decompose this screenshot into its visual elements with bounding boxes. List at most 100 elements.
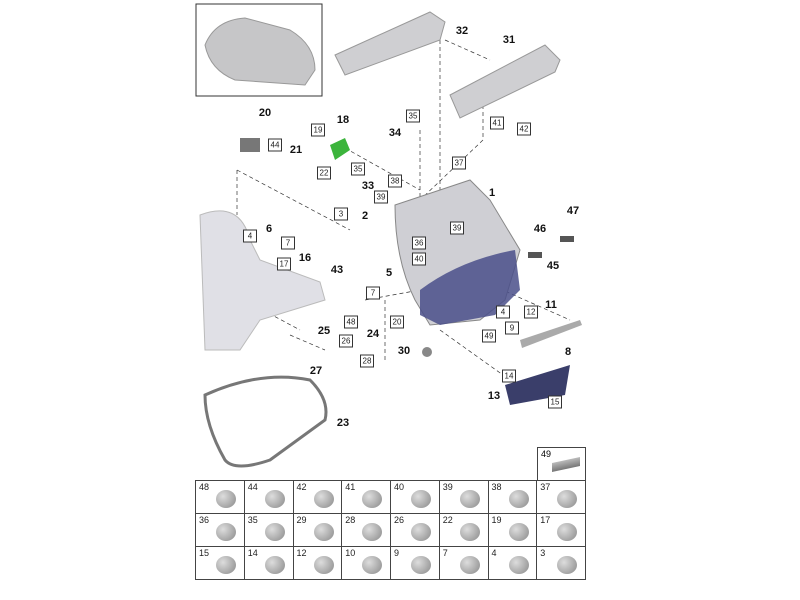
fastener-number: 17 [540,515,551,525]
fastener-icon [264,523,285,541]
fastener-number: 15 [199,548,210,558]
fastener-number: 39 [442,482,453,492]
callout-number: 11 [545,299,557,311]
fastener-number: 3 [540,548,546,558]
boxed-reference: 49 [482,329,496,343]
fastener-icon [508,490,529,508]
fastener-icon [362,556,383,574]
fastener-number: 7 [442,548,448,558]
fastener-icon [508,523,529,541]
fastener-icon [216,523,236,541]
boxed-reference: 15 [548,395,562,409]
callout-number: 47 [566,205,580,217]
callout-number: 24 [366,328,380,340]
callout-number: 5 [385,267,393,279]
boxed-reference: 17 [277,257,291,271]
fastener-icon [216,556,236,574]
fastener-number: 14 [247,548,258,558]
boxed-reference: 20 [390,315,404,329]
fastener-number: 29 [296,515,307,525]
fastener-number: 48 [199,482,210,492]
callout-number: 31 [502,34,516,46]
fastener-icon [313,490,334,508]
fastener-cell: 12 [293,547,343,580]
boxed-reference: 22 [317,166,331,180]
callout-number: 23 [336,417,350,429]
callout-number: 1 [488,187,496,199]
fastener-cell: 37 [537,481,586,514]
boxed-reference: 19 [311,123,325,137]
fastener-icon [264,556,285,574]
fastener-icon [459,523,480,541]
fastener-cell: 28 [342,514,391,547]
callout-number: 8 [564,346,572,358]
fastener-cell: 48 [196,481,245,514]
callout-number: 2 [361,210,369,222]
callout-number: 20 [258,107,272,119]
callout-number: 34 [388,127,402,139]
fastener-icon [411,490,431,508]
fastener-cell: 10 [342,547,391,580]
callout-number: 30 [397,345,411,357]
boxed-reference: 48 [344,315,358,329]
fastener-number: 4 [491,548,497,558]
callout-number: 16 [298,252,312,264]
fastener-icon [216,490,236,508]
fastener-cell-49: 49 [537,447,586,480]
fastener-number: 38 [491,482,502,492]
fastener-icon [362,523,383,541]
fastener-number: 28 [345,515,356,525]
boxed-reference: 9 [505,321,519,335]
fastener-icon [264,490,285,508]
boxed-reference: 37 [452,156,466,170]
boxed-reference: 28 [360,354,374,368]
callout-number: 46 [533,223,547,235]
fastener-icon [411,523,431,541]
callout-number: 33 [361,180,375,192]
boxed-reference: 44 [268,138,282,152]
seal-23 [203,375,328,468]
fastener-number: 37 [540,482,551,492]
callout-number: 27 [309,365,323,377]
fastener-icon [313,556,334,574]
fastener-cell: 29 [293,514,343,547]
fastener-cell: 26 [391,514,440,547]
fastener-number: 26 [394,515,405,525]
fastener-number: 36 [199,515,210,525]
fastener-number: 44 [247,482,258,492]
callout-number: 45 [546,260,560,272]
fastener-cell: 9 [391,547,440,580]
callout-number: 25 [317,325,331,337]
fastener-cell: 19 [488,514,538,547]
fastener-icon [411,556,431,574]
highlighted-part-18 [330,138,350,160]
fastener-icon [459,490,480,508]
boxed-reference: 35 [406,109,420,123]
fastener-cell: 15 [196,547,245,580]
fastener-cell: 14 [244,547,294,580]
fastener-number: 10 [345,548,356,558]
fastener-number: 9 [394,548,400,558]
part-icon [552,457,580,472]
fastener-icon [557,490,578,508]
boxed-reference: 3 [334,207,348,221]
fastener-number: 19 [491,515,502,525]
fastener-cell: 17 [537,514,586,547]
callout-number: 13 [487,390,501,402]
callout-number: 43 [330,264,344,276]
fastener-icon [459,556,480,574]
boxed-reference: 14 [502,369,516,383]
fastener-icon [508,556,529,574]
fastener-icon [313,523,334,541]
boxed-reference: 26 [339,334,353,348]
callout-number: 21 [289,144,303,156]
fastener-cell: 39 [439,481,489,514]
fastener-cell: 41 [342,481,391,514]
boxed-reference: 7 [281,236,295,250]
callout-number: 32 [455,25,469,37]
fastener-cell: 40 [391,481,440,514]
fastener-number: 42 [296,482,307,492]
boxed-reference: 38 [388,174,402,188]
